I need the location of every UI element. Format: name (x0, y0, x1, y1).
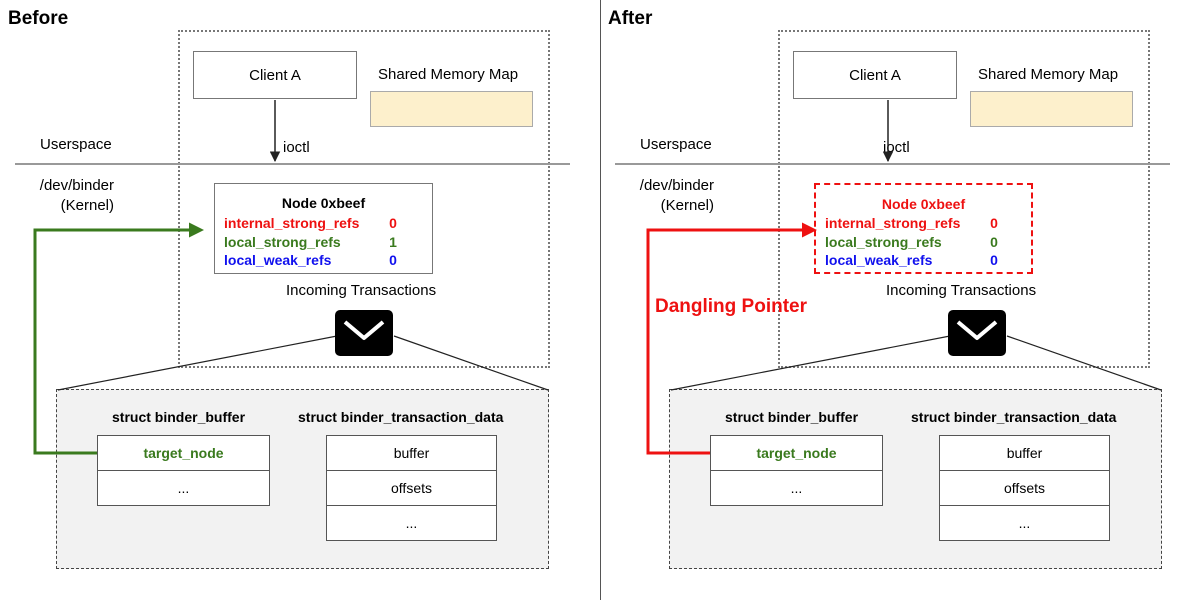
buffer-cell: buffer (939, 435, 1110, 471)
ref-value-internal-strong: 0 (389, 215, 397, 231)
shared-memory-map-box (970, 91, 1133, 127)
freed-binder-node-box: Node 0xbeef internal_strong_refs 0 local… (814, 183, 1033, 274)
fan-line-right (393, 335, 549, 391)
client-a-box: Client A (193, 51, 357, 99)
incoming-transactions-label: Incoming Transactions (286, 282, 437, 299)
node-title: Node 0xbeef (281, 195, 366, 211)
kernel-text: (Kernel) (660, 197, 714, 214)
after-panel: After Client A Shared Memory Map Userspa… (600, 0, 1200, 600)
client-a-label: Client A (849, 66, 901, 84)
target-node-cell: target_node (97, 435, 270, 471)
shared-memory-label: Shared Memory Map (978, 66, 1119, 83)
ref-value-local-strong: 1 (389, 234, 397, 250)
userspace-label: Userspace (640, 136, 712, 153)
fan-line-left (57, 335, 338, 391)
ref-name-local-strong: local_strong_refs (825, 234, 942, 250)
transaction-data-more-cell: ... (326, 505, 497, 541)
target-node-cell: target_node (710, 435, 883, 471)
binder-buffer-more-cell: ... (97, 470, 270, 506)
binder-buffer-more-cell: ... (710, 470, 883, 506)
panel-title: After (608, 8, 653, 29)
target-node-pointer (33, 222, 204, 455)
dev-binder-text: /dev/binder (39, 177, 114, 194)
transaction-data-more-cell: ... (939, 505, 1110, 541)
dangling-pointer-arrow (646, 222, 817, 455)
client-a-label: Client A (249, 66, 301, 84)
ioctl-label: ioctl (283, 139, 310, 156)
client-process-boundary (778, 30, 1150, 368)
binder-buffer-title: struct binder_buffer (725, 409, 859, 425)
userspace-kernel-separator (15, 163, 570, 165)
ref-value-local-weak: 0 (389, 252, 397, 268)
ref-name-local-weak: local_weak_refs (224, 252, 332, 268)
ref-name-local-weak: local_weak_refs (825, 252, 933, 268)
before-panel: Before Client A Shared Memory Map Usersp… (8, 8, 570, 569)
transaction-data-title: struct binder_transaction_data (298, 409, 504, 425)
envelope-icon (335, 310, 393, 356)
buffer-cell: buffer (326, 435, 497, 471)
fan-line-right (1006, 335, 1162, 391)
client-a-box: Client A (793, 51, 957, 99)
ref-value-local-weak: 0 (990, 252, 998, 268)
ref-value-internal-strong: 0 (990, 215, 998, 231)
ref-value-local-strong: 0 (990, 234, 998, 250)
fan-line-left (670, 335, 951, 391)
incoming-transactions-label: Incoming Transactions (886, 282, 1037, 299)
transaction-data-title: struct binder_transaction_data (911, 409, 1117, 425)
shared-memory-map-box (370, 91, 533, 127)
dev-binder-text: /dev/binder (639, 177, 714, 194)
binder-node-box: Node 0xbeef internal_strong_refs 0 local… (214, 183, 433, 274)
envelope-icon (948, 310, 1006, 356)
ref-name-local-strong: local_strong_refs (224, 234, 341, 250)
panel-divider (600, 0, 601, 600)
ref-name-internal-strong: internal_strong_refs (224, 215, 360, 231)
binder-buffer-title: struct binder_buffer (112, 409, 246, 425)
userspace-kernel-separator (615, 163, 1170, 165)
dev-binder-label: /dev/binder (Kernel) (632, 176, 714, 216)
client-process-boundary (178, 30, 550, 368)
kernel-text: (Kernel) (60, 197, 114, 214)
dangling-pointer-label: Dangling Pointer (655, 296, 807, 317)
ref-name-internal-strong: internal_strong_refs (825, 215, 961, 231)
dev-binder-label: /dev/binder (Kernel) (32, 176, 114, 216)
panel-title: Before (8, 8, 69, 29)
userspace-label: Userspace (40, 136, 112, 153)
shared-memory-label: Shared Memory Map (378, 66, 519, 83)
node-title: Node 0xbeef (881, 196, 966, 212)
